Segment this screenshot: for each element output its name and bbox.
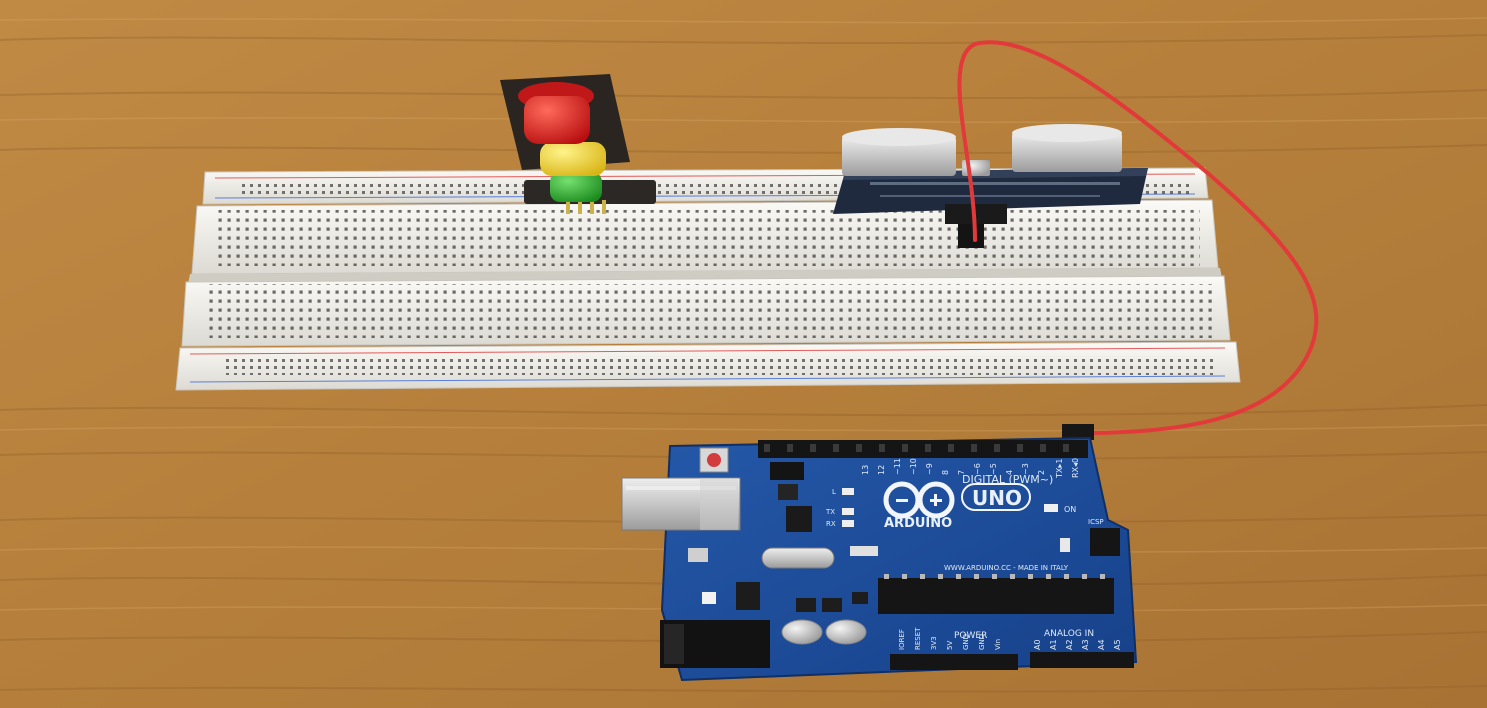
crystal <box>761 547 835 569</box>
power-pin-label: IOREF <box>898 629 906 650</box>
analog-pin-label: A2 <box>1065 639 1074 650</box>
digital-pin-label: RX◂0 <box>1071 458 1080 478</box>
digital-pin-label: 7 <box>957 470 966 475</box>
digital-label: DIGITAL (PWM~) <box>962 473 1053 486</box>
l-led-label: L <box>832 488 836 496</box>
tx-led-label: TX <box>825 508 835 516</box>
usb-chip <box>786 506 812 532</box>
transducer-right <box>1012 124 1122 172</box>
capacitor <box>825 619 867 645</box>
digital-header <box>758 440 1088 458</box>
digital-pin-label: 12 <box>877 465 886 475</box>
analog-pin-label: A1 <box>1049 639 1058 650</box>
digital-pin-label: ~6 <box>973 463 982 475</box>
made-in-label: WWW.ARDUINO.CC - MADE IN ITALY <box>944 564 1069 572</box>
power-label: POWER <box>954 631 987 641</box>
capacitor <box>781 619 823 645</box>
model-badge <box>961 483 1031 511</box>
yellow-led <box>540 142 606 176</box>
power-pin-label: Vin <box>994 639 1002 650</box>
digital-pin-label: ~11 <box>893 458 902 475</box>
ultrasonic-sensor-icon <box>833 124 1148 248</box>
digital-pin-label: 2 <box>1037 470 1046 475</box>
analog-pin-label: A4 <box>1097 639 1106 650</box>
atmega-chip <box>878 574 1114 614</box>
power-pin-label: GND <box>962 634 970 650</box>
power-pin-label: 3V3 <box>930 636 938 650</box>
transducer-left <box>842 128 956 176</box>
traffic-light-module-icon <box>500 74 656 214</box>
power-pin-label: RESET <box>914 627 922 650</box>
digital-pin-label: 4 <box>1005 470 1014 475</box>
arduino-uno-board: 13 12 ~11 ~10 ~9 8 7 ~6 ~5 4 ~3 2 TX▸1 R… <box>621 436 1138 682</box>
power-pin-label: 5V <box>946 641 954 650</box>
digital-pin-label: 13 <box>861 465 870 475</box>
digital-pin-label: ~5 <box>989 463 998 475</box>
usb-port <box>621 477 741 531</box>
model-text: UNO <box>972 486 1022 510</box>
icsp-label: ICSP <box>1088 518 1104 526</box>
digital-pin-label: 8 <box>941 470 950 475</box>
analog-pin-label: A0 <box>1033 639 1042 650</box>
digital-pin-label: ~3 <box>1021 463 1030 475</box>
dc-power-jack <box>660 620 770 668</box>
on-label: ON <box>1064 505 1076 514</box>
analog-header <box>1030 652 1134 668</box>
jumper-wire-plug <box>1062 424 1094 440</box>
logo-text: ARDUINO <box>884 516 952 531</box>
digital-pin-label: ~9 <box>925 463 934 475</box>
analog-pin-label: A3 <box>1081 639 1090 650</box>
green-led <box>550 172 602 202</box>
digital-pin-label: ~10 <box>909 458 918 475</box>
power-header <box>890 654 1018 670</box>
rx-led-label: RX <box>826 520 836 528</box>
analog-label: ANALOG IN <box>1044 629 1094 639</box>
breadboard <box>175 167 1241 391</box>
red-led <box>518 82 594 144</box>
analog-pin-label: A5 <box>1113 639 1122 650</box>
reset-button[interactable] <box>699 447 729 473</box>
digital-pin-label: TX▸1 <box>1055 459 1064 479</box>
icsp-header <box>1090 528 1120 556</box>
infinity-logo-icon <box>883 481 955 519</box>
power-pin-label: GND <box>978 634 986 650</box>
jumper-wire-red <box>957 40 1319 435</box>
